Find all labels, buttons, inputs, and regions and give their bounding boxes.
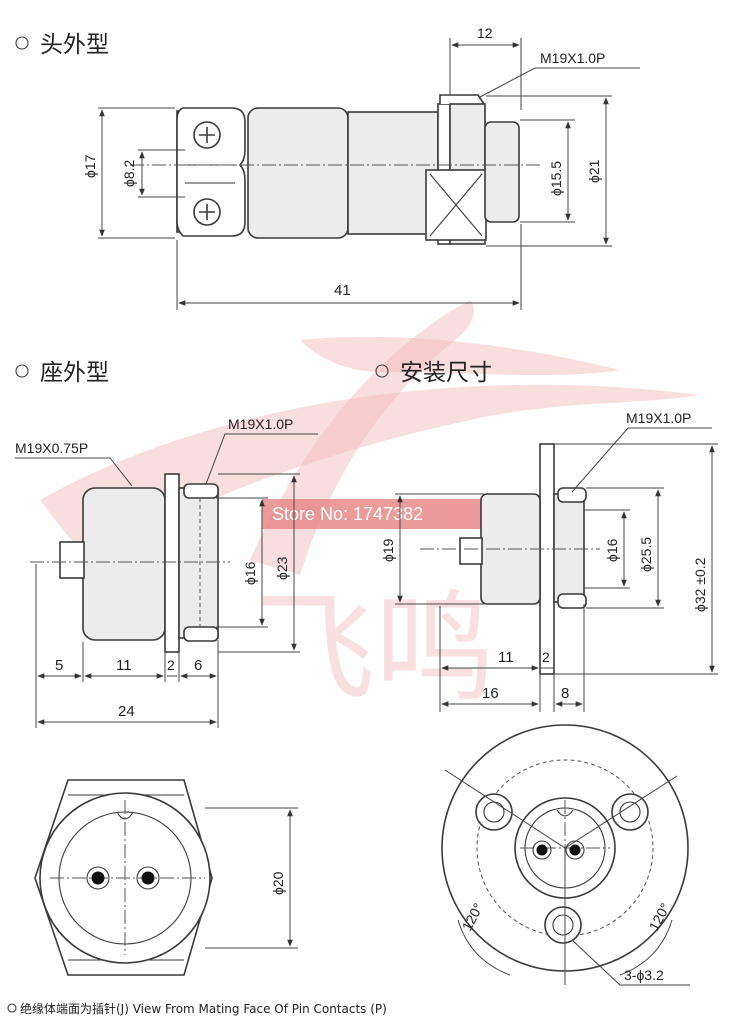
store-label-bg (262, 499, 484, 529)
dim-2-install: 2 (542, 649, 550, 665)
heading-plug: 头外型 (15, 32, 109, 58)
flange-pin-1 (536, 844, 548, 856)
dim-2-socket: 2 (167, 657, 175, 673)
mount-hole-1 (475, 793, 513, 831)
pin-contact-1 (91, 871, 105, 885)
install-thread-top (557, 487, 587, 503)
bullet-icon (15, 36, 29, 50)
install-thread-bottom (557, 593, 587, 609)
face-view: ϕ20 (34, 779, 298, 976)
dim-41: 41 (334, 282, 351, 299)
dim-d16-socket: ϕ16 (242, 561, 258, 585)
pin-ring-2 (136, 866, 160, 890)
dim-d16-install: ϕ16 (604, 538, 620, 562)
dim-d25-5: ϕ25.5 (638, 537, 654, 572)
socket-flange (164, 473, 180, 653)
thread-label-plug: M19X1.0P (540, 50, 605, 66)
dim-5: 5 (55, 657, 63, 674)
watermark-logo-text: 飞鸣 (255, 580, 495, 719)
dim-d21: ϕ21 (586, 159, 602, 183)
flange-pin-2 (569, 844, 581, 856)
heading-socket: 座外型 (15, 360, 109, 386)
clamp-body (176, 107, 246, 237)
install-front (553, 493, 585, 603)
thread-bottom (183, 626, 219, 642)
socket-front (178, 487, 219, 639)
dim-24: 24 (118, 703, 135, 720)
thread-label-install: M19X1.0P (626, 410, 691, 426)
pin-ring-1 (86, 866, 110, 890)
hole-circle (476, 759, 654, 937)
bullet-icon (375, 364, 389, 378)
dim-d8-2: ϕ8.2 (121, 159, 137, 187)
caption: 绝缘体端面为插针(J) View From Mating Face Of Pin… (7, 1001, 387, 1016)
pin-contact-2 (141, 871, 155, 885)
heading-plug-text: 头外型 (40, 32, 109, 58)
dim-d17: ϕ17 (82, 154, 98, 178)
heading-install: 安装尺寸 (375, 360, 492, 386)
dim-12: 12 (477, 25, 493, 41)
flange-view: 120° 120° 3-ϕ3.2 (441, 724, 690, 986)
dim-d20: ϕ20 (270, 871, 286, 895)
bullet-icon (7, 1003, 17, 1013)
bullet-icon (15, 364, 29, 378)
flange-pin-ring-1 (532, 840, 552, 860)
plug-body (247, 107, 349, 239)
socket-drawing: ϕ16 ϕ23 M19X0.75P M19X1.0P 5 11 2 6 24 (15, 416, 318, 728)
mount-hole-2 (611, 793, 649, 831)
thread-label-rear: M19X0.75P (15, 440, 88, 456)
panel-flange (539, 443, 555, 675)
nut-lip (439, 94, 485, 105)
mount-hole-3 (544, 906, 582, 944)
heading-socket-text: 座外型 (40, 360, 109, 386)
install-tail (459, 537, 483, 565)
dim-8: 8 (561, 685, 569, 702)
dim-16-install: 16 (482, 685, 499, 702)
plug-sleeve (347, 111, 439, 235)
caption-text: 绝缘体端面为插针(J) View From Mating Face Of Pin… (20, 1001, 387, 1016)
socket-tail (59, 541, 85, 579)
holes-label: 3-ϕ3.2 (624, 967, 664, 983)
thread-top (183, 483, 219, 499)
dim-d23: ϕ23 (274, 556, 290, 580)
store-label: Store No: 1747382 (272, 504, 423, 524)
dim-d15-5: ϕ15.5 (548, 161, 564, 196)
dim-11-install: 11 (498, 649, 514, 666)
dim-d19: ϕ19 (380, 538, 396, 562)
dim-11-socket: 11 (116, 657, 132, 674)
dim-d32: ϕ32 ±0.2 (692, 557, 708, 612)
dim-6: 6 (194, 657, 202, 674)
install-drawing: ϕ19 ϕ16 ϕ25.5 ϕ32 ±0.2 M19X1.0P 11 2 16 … (380, 410, 718, 712)
socket-body (82, 487, 166, 641)
thread-label-front: M19X1.0P (228, 416, 293, 432)
plug-front (484, 121, 520, 223)
plug-drawing: ϕ17 ϕ8.2 ϕ15.5 ϕ21 12 M19X1.0P 41 (82, 25, 640, 310)
heading-install-text: 安装尺寸 (400, 360, 492, 386)
